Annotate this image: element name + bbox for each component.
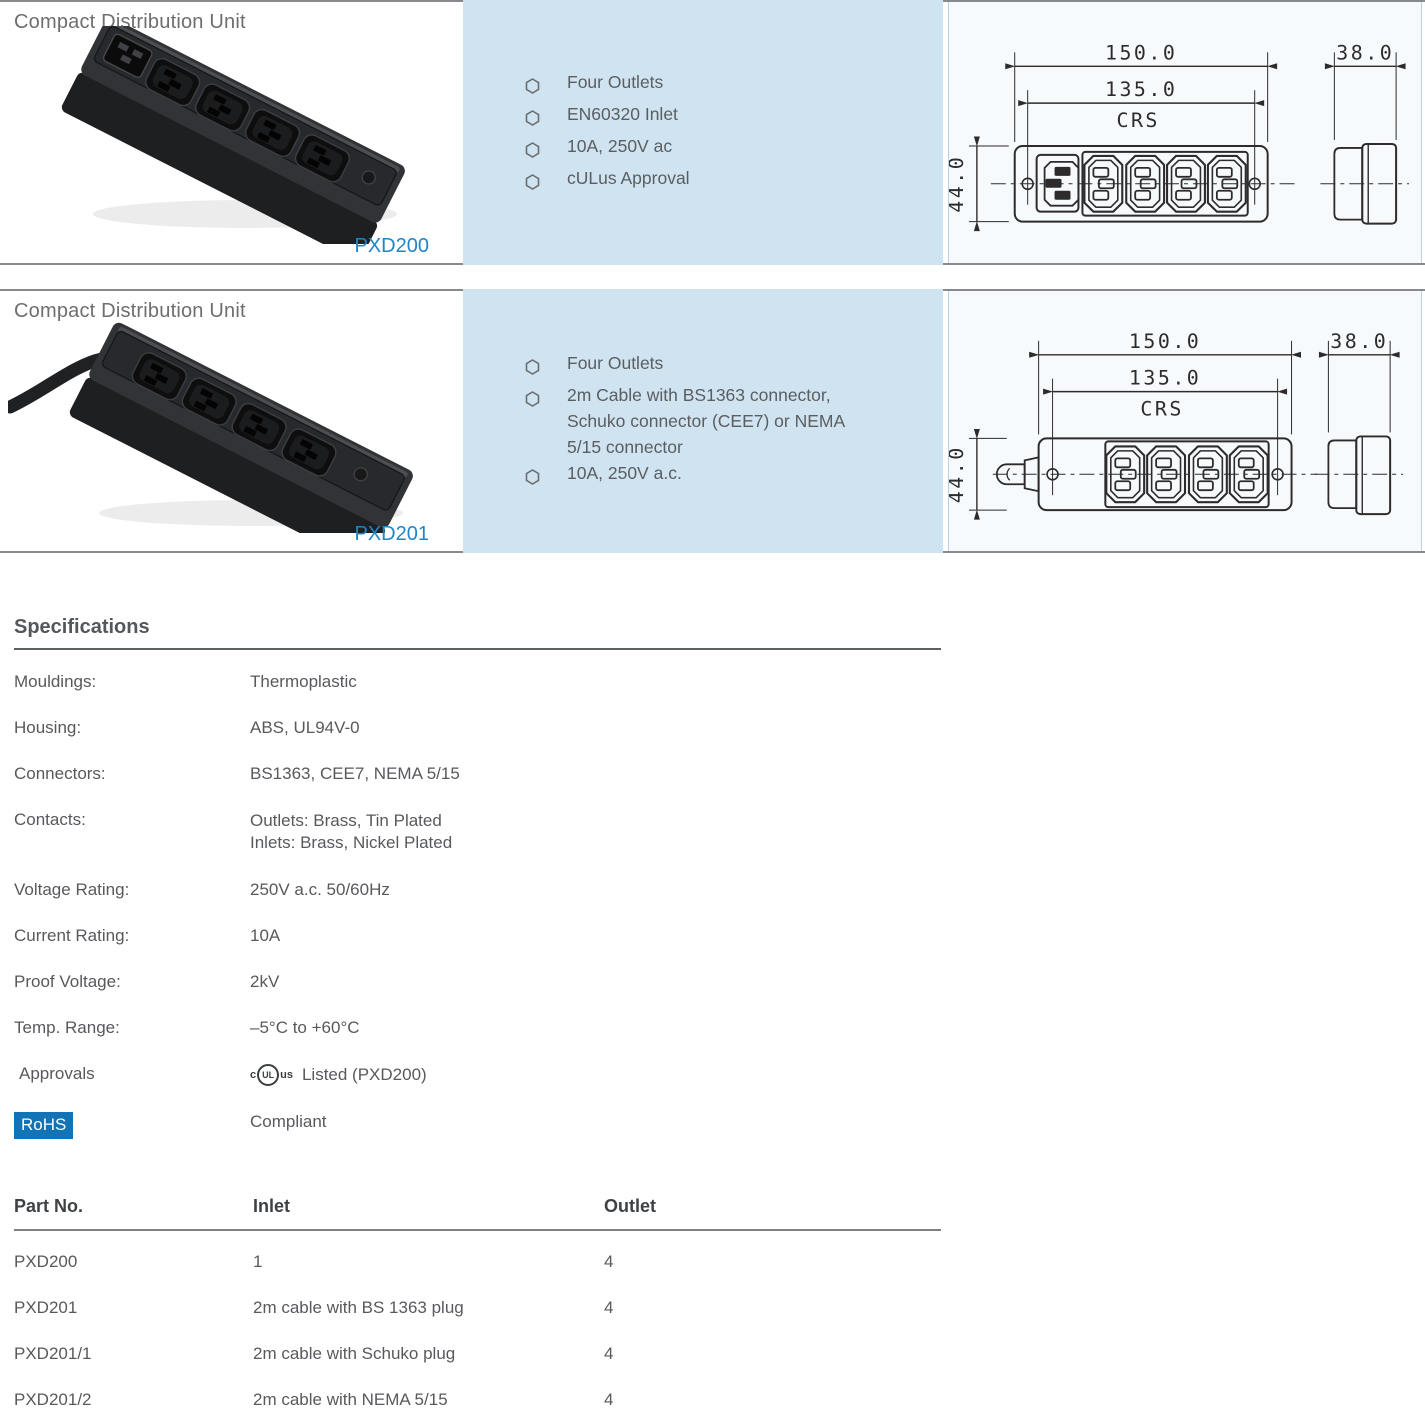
- dimension-label-overall-width: 150.0: [1105, 41, 1177, 64]
- product-title: Compact Distribution Unit: [14, 300, 246, 322]
- dimension-label-height: 44.0: [949, 445, 968, 503]
- technical-drawing-pxd200: 150.0 135.0 CRS 38.0 44.0: [948, 2, 1422, 263]
- table-header-inlet: Inlet: [253, 1196, 291, 1216]
- rohs-cell: RoHS: [14, 1112, 250, 1139]
- part-number: PXD201: [354, 523, 430, 545]
- feature-item: 2m Cable with BS1363 connector, Schuko c…: [525, 382, 865, 460]
- feature-item: cULus Approval: [525, 165, 690, 197]
- cul-us-listed-icon: c UL us: [250, 1064, 293, 1086]
- table-header-part-no: Part No.: [14, 1196, 84, 1216]
- dimension-label-crs: CRS: [1140, 398, 1183, 421]
- spec-value-current-rating: 10A: [250, 926, 281, 945]
- product-title: Compact Distribution Unit: [14, 11, 246, 33]
- feature-item: 10A, 250V a.c.: [525, 460, 865, 492]
- feature-text: cULus Approval: [567, 167, 690, 188]
- rohs-badge: RoHS: [14, 1112, 74, 1139]
- spec-label-approvals: Approvals: [19, 1064, 95, 1083]
- specifications-heading: Specifications: [14, 616, 150, 638]
- table-header-outlet: Outlet: [604, 1196, 656, 1216]
- feature-text: 10A, 250V ac: [567, 135, 673, 156]
- approvals-text: Listed (PXD200): [301, 1065, 427, 1084]
- table-cell-inlet: 2m cable with BS 1363 plug: [253, 1298, 464, 1317]
- spec-value-temp-range: –5°C to +60°C: [250, 1018, 360, 1037]
- table-header-rule: [14, 1229, 941, 1231]
- feature-text: EN60320 Inlet: [567, 103, 678, 124]
- table-cell-part-no: PXD201/2: [14, 1390, 92, 1409]
- spec-label-connectors: Connectors:: [14, 764, 106, 783]
- feature-item: EN60320 Inlet: [525, 101, 690, 133]
- spec-label-contacts: Contacts:: [14, 810, 86, 829]
- table-cell-inlet: 2m cable with NEMA 5/15: [253, 1390, 448, 1409]
- spec-label-temp-range: Temp. Range:: [14, 1018, 120, 1037]
- technical-drawing-svg: 150.0 135.0 CRS 38.0 44.0: [949, 330, 1404, 520]
- product-section-pxd201: Compact Distribution Unit: [0, 289, 1425, 553]
- feature-list: Four Outlets 2m Cable with BS1363 connec…: [463, 350, 881, 492]
- heading-rule: [14, 648, 941, 650]
- dimension-label-overall-width: 150.0: [1129, 330, 1201, 353]
- table-cell-part-no: PXD201/1: [14, 1344, 92, 1363]
- spec-value-approvals: c UL us Listed (PXD200): [250, 1064, 941, 1086]
- feature-text: 2m Cable with BS1363 connector, Schuko c…: [567, 385, 845, 457]
- dimension-label-depth: 38.0: [1336, 41, 1394, 64]
- power-strip-photo-illustration: [61, 26, 405, 244]
- table-cell-outlet: 4: [604, 1390, 614, 1409]
- part-number: PXD200: [354, 235, 430, 257]
- power-cable: [8, 352, 109, 414]
- spec-value-connectors: BS1363, CEE7, NEMA 5/15: [250, 764, 460, 783]
- table-cell-outlet: 4: [604, 1252, 614, 1271]
- product-photo-pxd201: [8, 315, 440, 533]
- spec-value-voltage-rating: 250V a.c. 50/60Hz: [250, 880, 390, 899]
- spec-label-current-rating: Current Rating:: [14, 926, 130, 945]
- feature-item: Four Outlets: [525, 350, 865, 382]
- hexagon-bullet-icon: [525, 75, 567, 101]
- dimension-label-crs-width: 135.0: [1129, 367, 1201, 390]
- product-photo-pxd200: [8, 26, 440, 244]
- feature-text: 10A, 250V a.c.: [567, 463, 682, 483]
- technical-drawing-pxd201: 150.0 135.0 CRS 38.0 44.0: [948, 291, 1422, 551]
- hexagon-bullet-icon: [525, 388, 567, 460]
- table-cell-inlet: 2m cable with Schuko plug: [253, 1344, 456, 1363]
- spec-value-proof-voltage: 2kV: [250, 972, 280, 991]
- spec-label-voltage-rating: Voltage Rating:: [14, 880, 130, 899]
- table-cell-part-no: PXD200: [14, 1252, 78, 1271]
- table-cell-outlet: 4: [604, 1298, 614, 1317]
- table-header-row: Part No. Inlet Outlet: [14, 1196, 941, 1229]
- technical-drawing-svg: 150.0 135.0 CRS 38.0 44.0: [949, 41, 1410, 232]
- dimension-label-depth: 38.0: [1330, 330, 1388, 353]
- spec-value-rohs: Compliant: [250, 1112, 327, 1131]
- feature-box-pxd200: Four Outlets EN60320 Inlet 10A, 250V ac …: [463, 0, 943, 265]
- power-strip-photo-illustration: [8, 322, 413, 533]
- dimension-label-crs-width: 135.0: [1105, 78, 1177, 101]
- feature-item: 10A, 250V ac: [525, 133, 690, 165]
- feature-text: Four Outlets: [567, 71, 664, 92]
- feature-item: Four Outlets: [525, 69, 690, 101]
- feature-list: Four Outlets EN60320 Inlet 10A, 250V ac …: [463, 69, 706, 197]
- specifications-section: Specifications Mouldings: Thermoplastic …: [14, 616, 941, 1139]
- spec-label-proof-voltage: Proof Voltage:: [14, 972, 121, 991]
- hexagon-bullet-icon: [525, 171, 567, 197]
- table-cell-inlet: 1: [253, 1252, 263, 1271]
- product-overview-pxd201: Compact Distribution Unit: [0, 289, 463, 553]
- hexagon-bullet-icon: [525, 107, 567, 133]
- spec-label-housing: Housing:: [14, 718, 82, 737]
- hexagon-bullet-icon: [525, 466, 567, 492]
- hexagon-bullet-icon: [525, 139, 567, 165]
- part-number-table: Part No. Inlet Outlet PXD200 1 4 PXD201 …: [14, 1196, 941, 1410]
- specifications-grid: Mouldings: Thermoplastic Housing: ABS, U…: [14, 650, 941, 1139]
- spec-label-mouldings: Mouldings:: [14, 672, 97, 691]
- hexagon-bullet-icon: [525, 356, 567, 382]
- dimension-label-height: 44.0: [949, 155, 968, 213]
- table-cell-part-no: PXD201: [14, 1298, 78, 1317]
- dimension-label-crs: CRS: [1116, 109, 1159, 132]
- feature-text: Four Outlets: [567, 353, 664, 373]
- table-cell-outlet: 4: [604, 1344, 614, 1363]
- spec-value-housing: ABS, UL94V-0: [250, 718, 360, 737]
- spec-value-mouldings: Thermoplastic: [250, 672, 357, 691]
- feature-box-pxd201: Four Outlets 2m Cable with BS1363 connec…: [463, 289, 943, 553]
- spec-value-contacts: Outlets: Brass, Tin Plated Inlets: Brass…: [250, 811, 453, 852]
- table-body: PXD200 1 4 PXD201 2m cable with BS 1363 …: [14, 1231, 941, 1410]
- product-overview-pxd200: Compact Distribution Unit: [0, 0, 463, 265]
- product-section-pxd200: Compact Distribution Unit: [0, 0, 1425, 265]
